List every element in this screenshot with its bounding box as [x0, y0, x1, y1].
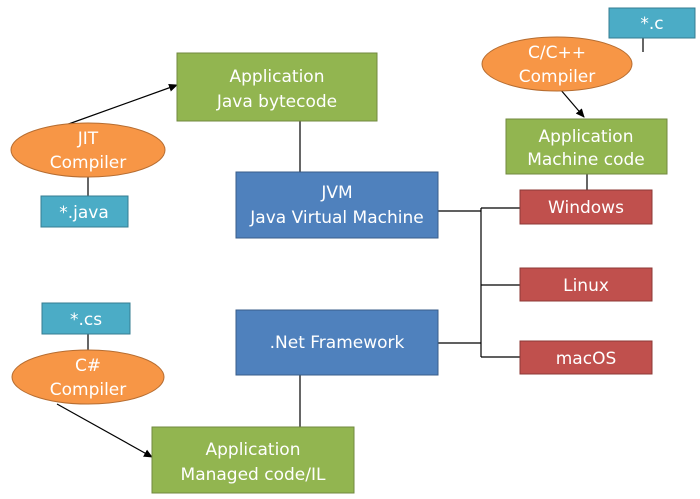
cs-compiler-ellipse: C# Compiler: [11, 349, 165, 405]
jvm-box: JVM Java Virtual Machine: [235, 171, 439, 239]
jvm-line1: JVM: [320, 183, 352, 203]
app-java-line2: Java bytecode: [216, 92, 337, 112]
linux-box: Linux: [519, 267, 653, 302]
app-machine-line1: Application: [539, 127, 634, 147]
cs-compiler-line2: Compiler: [50, 380, 127, 400]
c-source-label: *.c: [640, 14, 663, 34]
windows-box: Windows: [519, 189, 653, 225]
java-source-label: *.java: [59, 203, 109, 223]
app-machine-line2: Machine code: [527, 150, 645, 170]
cs-source-box: *.cs: [41, 302, 131, 335]
app-managed-line1: Application: [206, 440, 301, 460]
jit-line2: Compiler: [50, 153, 127, 173]
linux-label: Linux: [563, 276, 609, 296]
windows-label: Windows: [548, 198, 624, 218]
app-managed-code-box: Application Managed code/IL: [151, 426, 355, 494]
app-java-line1: Application: [230, 67, 325, 87]
connector-jit-to-app-java: [62, 83, 178, 127]
app-machine-code-box: Application Machine code: [505, 118, 668, 175]
app-managed-line2: Managed code/IL: [181, 465, 326, 485]
app-java-bytecode-box: Application Java bytecode: [176, 52, 378, 122]
c-compiler-ellipse: C/C++ Compiler: [481, 36, 633, 92]
jit-line1: JIT: [77, 129, 99, 149]
jit-compiler-ellipse: JIT Compiler: [10, 122, 166, 178]
c-source-box: *.c: [608, 7, 696, 39]
macos-label: macOS: [556, 349, 617, 369]
cs-source-label: *.cs: [70, 310, 102, 330]
dotnet-label: .Net Framework: [270, 333, 405, 353]
dotnet-framework-box: .Net Framework: [235, 309, 439, 376]
connector-cs-compiler-to-app-managed: [56, 403, 153, 458]
c-compiler-line2: Compiler: [519, 67, 596, 87]
connector-c-compiler-to-app-machine: [559, 88, 585, 118]
connectors: [56, 38, 644, 458]
macos-box: macOS: [519, 340, 653, 375]
jvm-line2: Java Virtual Machine: [249, 208, 423, 228]
cs-compiler-line1: C#: [75, 356, 101, 376]
java-source-box: *.java: [40, 195, 129, 228]
c-compiler-line1: C/C++: [528, 43, 586, 63]
